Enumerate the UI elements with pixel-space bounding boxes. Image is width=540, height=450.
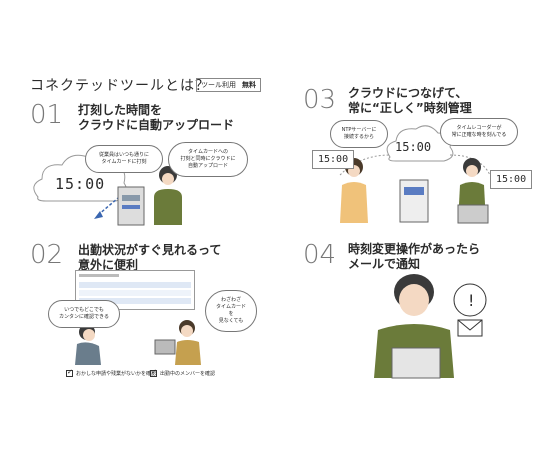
laptop-icon — [154, 339, 176, 355]
alert-bubble — [453, 283, 487, 317]
bubble-text: 常に正確な時を刻んでる — [451, 132, 507, 138]
bubble-text: いつでもどこでも — [64, 307, 104, 313]
section-1-bubble-right: タイムカードへの 打刻と同時にクラウドに 自動アップロード — [168, 142, 248, 177]
bubble-text: タイムカードを — [216, 304, 246, 317]
cloud-icon — [386, 125, 454, 162]
section-4-illustration: ! — [374, 274, 487, 379]
bubble-text: タイムカードに打刻 — [101, 159, 147, 165]
laptop-icon — [391, 347, 441, 379]
badge-value: 無料 — [242, 81, 256, 89]
section-1-heading-line2: クラウドに自動アップロード — [78, 118, 235, 132]
clock-center: 15:00 — [395, 140, 432, 154]
free-badge: ツール利用 無料 — [196, 78, 261, 92]
check-label: おかしな申請や残業がないかを確認 — [76, 371, 157, 377]
section-3-heading: クラウドにつなげて、 常に“正しく”時刻管理 — [348, 86, 472, 116]
section-2-bubble-right: わざわざ タイムカードを 見なくても — [205, 290, 257, 332]
section-2-bubble-left: いつでもどこでも カンタンに確認できる — [48, 300, 120, 328]
check-item-2: 出勤中のメンバーを確認 — [150, 368, 216, 377]
section-3-number: 03 — [303, 85, 337, 115]
section-3-heading-line1: クラウドにつなげて、 — [348, 86, 468, 100]
bubble-text: 自動アップロード — [187, 163, 228, 169]
bubble-text: NTPサーバーに — [341, 127, 377, 133]
svg-text:!: ! — [468, 291, 474, 310]
apron — [154, 189, 182, 225]
worker-face — [399, 284, 429, 316]
bubble-text: タイムレコーダーが — [456, 125, 502, 131]
section-3-bubble-left: NTPサーバーに 接続するから — [330, 120, 388, 148]
section-1-heading-line1: 打刻した時間を — [78, 103, 163, 117]
section-2-heading: 出勤状況がすぐ見れるって 意外に便利 — [78, 243, 221, 273]
mail-icon — [457, 319, 483, 337]
section-2-heading-line2: 意外に便利 — [78, 258, 139, 272]
section-1-number: 01 — [30, 100, 64, 130]
badge-label: ツール利用 — [201, 81, 236, 89]
bubble-text: 見なくても — [218, 318, 244, 324]
bubble-text: カンタンに確認できる — [59, 314, 109, 320]
bubble-text: 打刻と同時にクラウドに — [180, 156, 236, 162]
section-4-heading: 時刻変更操作があったら メールで通知 — [348, 242, 480, 272]
section-1-clock: 15:00 — [55, 175, 106, 193]
bubble-text: 従業員はいつも通りに — [98, 152, 149, 158]
clock-right: 15:00 — [490, 170, 533, 189]
section-1-heading: 打刻した時間を クラウドに自動アップロード — [78, 103, 234, 133]
section-2-number: 02 — [30, 240, 64, 270]
bubble-text: わざわざ — [220, 297, 241, 303]
section-3-heading-line2: 常に“正しく”時刻管理 — [348, 101, 472, 115]
page-title: コネクテッドツールとは？ — [30, 78, 210, 94]
section-1-bubble-left: 従業員はいつも通りに タイムカードに打刻 — [85, 145, 163, 173]
section-4-heading-line2: メールで通知 — [348, 257, 421, 271]
laptop-icon — [457, 204, 489, 224]
clock-left: 15:00 — [312, 150, 355, 169]
checkbox-icon — [66, 368, 73, 377]
check-label: 出勤中のメンバーを確認 — [160, 371, 216, 377]
section-3-bubble-right: タイムレコーダーが 常に正確な時を刻んでる — [440, 118, 518, 146]
section-4-number: 04 — [303, 240, 337, 270]
dashboard-screen — [75, 270, 195, 310]
checkbox-icon — [150, 368, 157, 377]
section-4-heading-line1: 時刻変更操作があったら — [348, 242, 481, 256]
section-2-heading-line1: 出勤状況がすぐ見れるって — [78, 243, 222, 257]
bubble-text: 接続するから — [343, 134, 374, 140]
section-2-illustration — [75, 320, 201, 365]
check-item-1: おかしな申請や残業がないかを確認 — [66, 368, 157, 377]
bubble-text: タイムカードへの — [188, 149, 228, 155]
time-recorder-icon — [399, 179, 429, 223]
